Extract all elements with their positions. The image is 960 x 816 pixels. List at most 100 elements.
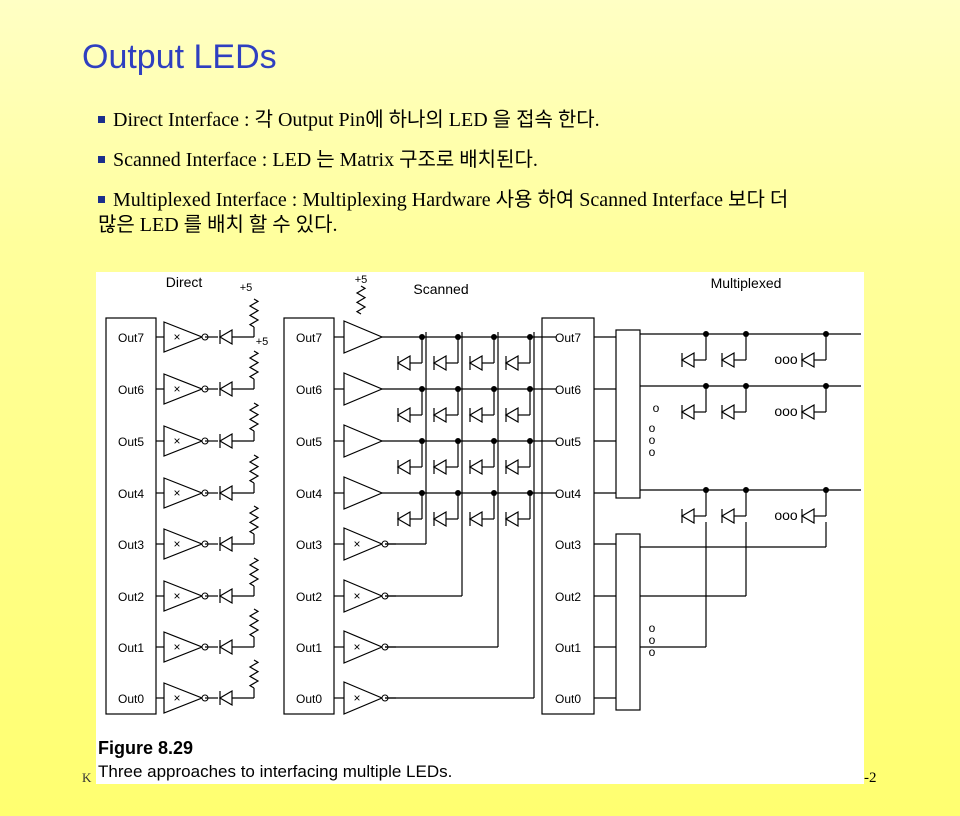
section-label-direct: Direct xyxy=(166,274,203,290)
led-icon xyxy=(432,406,447,424)
page-number: -2 xyxy=(864,770,877,786)
resistor-icon xyxy=(248,350,260,380)
led-icon xyxy=(468,354,483,372)
multiplexed-out-label: Out1 xyxy=(555,641,581,655)
led-icon xyxy=(504,406,519,424)
bullet-multiplexed: Multiplexed Interface : Multiplexing Har… xyxy=(98,188,798,238)
scanned-out-label: Out7 xyxy=(296,331,322,345)
buffer-mark: × xyxy=(173,691,180,705)
direct-inverter-icon xyxy=(163,321,204,353)
led-icon xyxy=(218,432,233,450)
led-icon xyxy=(680,351,695,369)
scanned-driver-icon xyxy=(343,424,384,458)
resistor-icon xyxy=(248,454,260,484)
led-icon xyxy=(800,507,815,525)
buffer-mark: × xyxy=(173,330,180,344)
buffer-mark: × xyxy=(173,537,180,551)
direct-out-label: Out3 xyxy=(118,538,144,552)
supply-label-direct-2: +5 xyxy=(256,336,269,348)
supply-label-direct: +5 xyxy=(240,282,253,294)
led-icon xyxy=(800,403,815,421)
led-icon xyxy=(218,484,233,502)
led-icon xyxy=(218,689,233,707)
section-label-scanned: Scanned xyxy=(413,281,468,297)
dots-vertical-icon: o xyxy=(649,645,656,659)
direct-inverter-icon xyxy=(163,528,204,560)
scanned-out-label: Out6 xyxy=(296,383,322,397)
direct-out-label: Out4 xyxy=(118,487,144,501)
led-icon xyxy=(218,380,233,398)
led-icon xyxy=(468,510,483,528)
led-icon xyxy=(218,587,233,605)
buffer-mark: × xyxy=(173,382,180,396)
resistor-icon xyxy=(248,505,260,535)
dots-vertical-icon: o xyxy=(649,433,656,447)
scanned-driver-icon xyxy=(343,527,384,561)
scanned-out-label: Out4 xyxy=(296,487,322,501)
decoder-upper-box xyxy=(615,329,641,499)
bullet-square-icon xyxy=(98,196,105,203)
buffer-mark: × xyxy=(353,691,360,705)
buffer-mark: × xyxy=(173,589,180,603)
figure-caption: Three approaches to interfacing multiple… xyxy=(98,762,453,781)
ellipsis-label: ooo xyxy=(774,507,798,523)
multiplexed-out-label: Out3 xyxy=(555,538,581,552)
led-icon xyxy=(720,403,735,421)
led-icon xyxy=(680,507,695,525)
direct-out-label: Out6 xyxy=(118,383,144,397)
direct-inverter-icon xyxy=(163,580,204,612)
bullet-text: Multiplexed Interface : Multiplexing Har… xyxy=(98,189,789,236)
bullet-scanned: Scanned Interface : LED 는 Matrix 구조로 배치된… xyxy=(98,148,798,173)
led-icon xyxy=(432,354,447,372)
direct-out-label: Out2 xyxy=(118,590,144,604)
slide-title: Output LEDs xyxy=(82,38,277,76)
resistor-icon xyxy=(248,608,260,638)
buffer-mark: × xyxy=(173,486,180,500)
dots-vertical-icon: o xyxy=(649,633,656,647)
multiplexed-out-label: Out7 xyxy=(555,331,581,345)
scanned-out-label: Out5 xyxy=(296,435,322,449)
scanned-out-label: Out1 xyxy=(296,641,322,655)
buffer-mark: × xyxy=(353,589,360,603)
direct-out-label: Out7 xyxy=(118,331,144,345)
resistor-icon xyxy=(248,402,260,432)
multiplexed-out-label: Out4 xyxy=(555,487,581,501)
direct-inverter-icon xyxy=(163,425,204,457)
dots-vertical-icon: o xyxy=(649,621,656,635)
multiplexed-out-label: Out2 xyxy=(555,590,581,604)
led-icon xyxy=(396,510,411,528)
led-icon xyxy=(396,406,411,424)
bullet-square-icon xyxy=(98,156,105,163)
buffer-mark: × xyxy=(353,537,360,551)
direct-port-box xyxy=(105,317,157,715)
led-icon xyxy=(680,403,695,421)
led-icon xyxy=(468,406,483,424)
direct-inverter-icon xyxy=(163,477,204,509)
scanned-out-label: Out0 xyxy=(296,692,322,706)
resistor-icon xyxy=(248,298,260,328)
resistor-icon xyxy=(355,285,367,315)
scanned-driver-icon xyxy=(343,476,384,510)
dots-vertical-icon: o xyxy=(653,401,660,415)
scanned-driver-icon xyxy=(343,681,384,715)
ellipsis-label: ooo xyxy=(774,403,798,419)
bullet-square-icon xyxy=(98,116,105,123)
scanned-out-label: Out2 xyxy=(296,590,322,604)
led-icon xyxy=(432,510,447,528)
led-icon xyxy=(218,638,233,656)
direct-out-label: Out0 xyxy=(118,692,144,706)
decoder-lower-box xyxy=(615,533,641,711)
figure-label: Figure 8.29 xyxy=(98,738,194,758)
supply-label-scanned: +5 xyxy=(355,274,368,286)
led-icon xyxy=(218,535,233,553)
led-icon xyxy=(468,458,483,476)
led-icon xyxy=(396,458,411,476)
scanned-driver-icon xyxy=(343,320,384,354)
bullet-list: Direct Interface : 각 Output Pin에 하나의 LED… xyxy=(98,108,798,253)
bullet-text: Scanned Interface : LED 는 Matrix 구조로 배치된… xyxy=(113,149,538,171)
section-label-multiplexed: Multiplexed xyxy=(711,275,782,291)
direct-inverter-icon xyxy=(163,682,204,714)
multiplexed-out-label: Out6 xyxy=(555,383,581,397)
